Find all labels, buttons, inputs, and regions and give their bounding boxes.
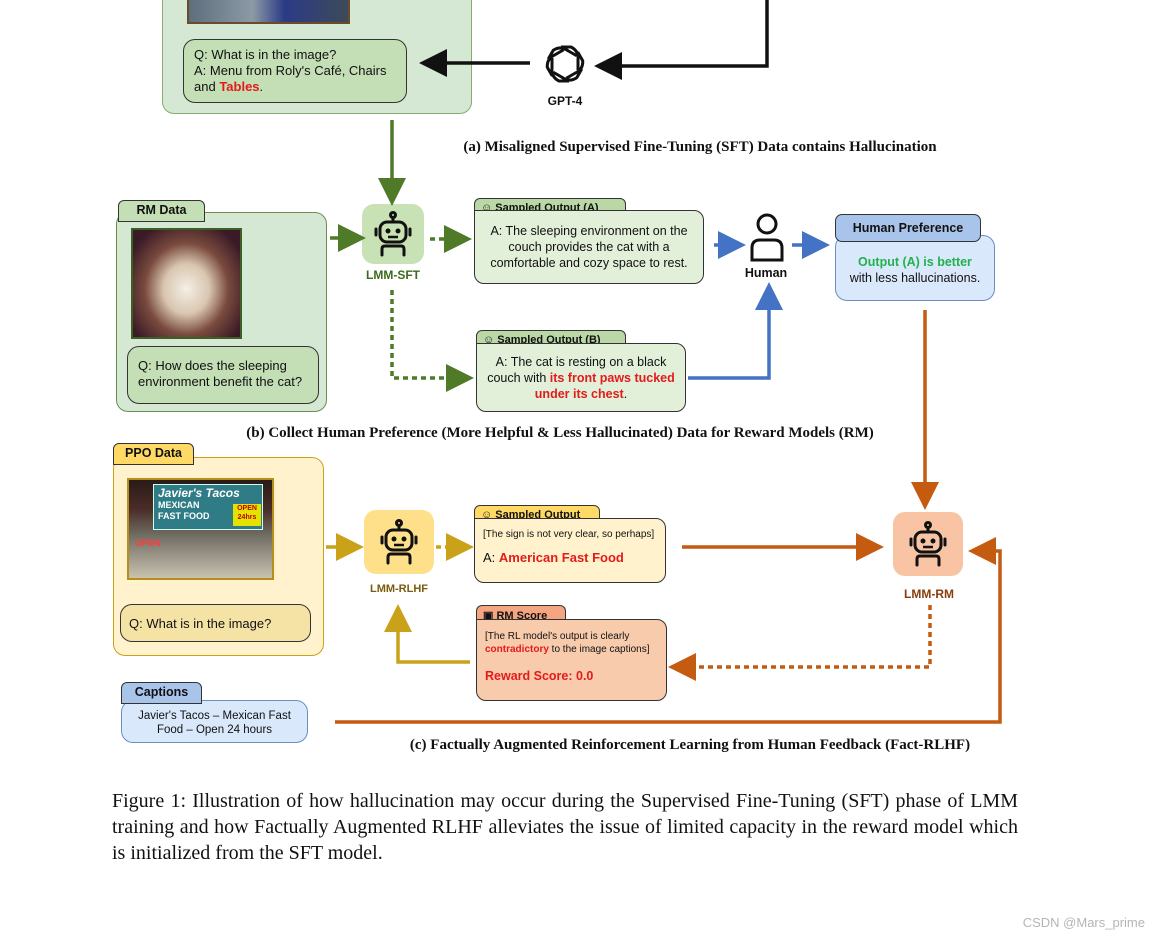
gpt4-icon <box>541 40 589 88</box>
lmm-rlhf-robot <box>364 510 434 574</box>
arrow-captions-to-rm <box>335 537 1002 724</box>
sft-image <box>187 0 350 24</box>
sft-answer: A: Menu from Roly's Café, Chairs and Tab… <box>194 63 387 94</box>
score-icon: ▣ <box>483 610 497 622</box>
sampled-output-box: [The sign is not very clear, so perhaps]… <box>474 518 666 583</box>
ppo-question-box: Q: What is in the image? <box>120 604 311 642</box>
rm-question-box: Q: How does the sleeping environment ben… <box>127 346 319 404</box>
reward-score: Reward Score: 0.0 <box>485 669 594 683</box>
robot-icon <box>380 519 418 565</box>
lmm-rm-label: LMM-RM <box>904 587 954 601</box>
sign-line-1: Javier's Tacos <box>158 486 240 500</box>
ppo-question: Q: What is in the image? <box>129 616 272 631</box>
cat-image <box>131 228 242 339</box>
section-a-caption: (a) Misaligned Supervised Fine-Tuning (S… <box>463 139 937 155</box>
ppo-data-tab: PPO Data <box>113 443 194 465</box>
robot-icon <box>374 211 412 257</box>
captions-text: Javier's Tacos – Mexican Fast Food – Ope… <box>138 710 291 736</box>
sign-line-2: MEXICAN <box>158 500 200 510</box>
robot-small-icon: ☺ <box>483 334 498 346</box>
sampled-answer: A: American Fast Food <box>483 550 624 565</box>
robot-small-icon: ☺ <box>481 202 496 214</box>
sampled-output-a-text: A: The sleeping environment on the couch… <box>490 224 688 270</box>
sampled-note: [The sign is not very clear, so perhaps] <box>483 529 655 540</box>
arrow-sft-to-out-b <box>390 290 474 392</box>
sign-badge: OPEN 24hrs <box>233 504 261 526</box>
section-b-caption: (b) Collect Human Preference (More Helpf… <box>246 425 874 441</box>
watermark: CSDN @Mars_prime <box>1022 915 1145 930</box>
lmm-sft-robot <box>362 204 424 264</box>
lmm-rlhf-label: LMM-RLHF <box>369 583 429 595</box>
sampled-output-b-box: A: The cat is resting on a black couch w… <box>476 343 686 412</box>
robot-icon <box>909 521 947 567</box>
rm-data-tab: RM Data <box>118 200 205 222</box>
lmm-sft-label: LMM-SFT <box>366 268 420 282</box>
human-preference-tab: Human Preference <box>835 214 981 242</box>
arrow-input-to-gpt4 <box>594 0 769 80</box>
tacos-image: Javier's Tacos MEXICAN FAST FOOD OPEN 24… <box>127 478 274 580</box>
captions-box: Javier's Tacos – Mexican Fast Food – Ope… <box>121 700 308 743</box>
sign-line-3: FAST FOOD <box>158 511 210 521</box>
arrow-rm-to-score <box>668 605 932 681</box>
rm-score-note: [The RL model's output is clearly contra… <box>485 631 650 655</box>
open-sign: OPEN <box>135 538 161 548</box>
preference-result: Output (A) is better <box>858 255 972 269</box>
section-c-caption: (c) Factually Augmented Reinforcement Le… <box>409 737 971 753</box>
rm-score-box: [The RL model's output is clearly contra… <box>476 619 667 701</box>
human-icon <box>748 212 786 262</box>
human-label: Human <box>744 266 788 280</box>
arrow-score-to-rlhf <box>384 604 470 664</box>
robot-small-icon: ☺ <box>481 509 496 521</box>
arrow-out-b-to-human <box>688 282 783 380</box>
figure-caption: Figure 1: Illustration of how hallucinat… <box>112 790 1018 864</box>
lmm-rm-robot <box>893 512 963 576</box>
rm-question: Q: How does the sleeping environment ben… <box>138 358 303 389</box>
sft-question: Q: What is in the image? <box>194 47 337 62</box>
captions-tab: Captions <box>121 682 202 704</box>
sft-qa-box: Q: What is in the image? A: Menu from Ro… <box>183 39 407 103</box>
sampled-output-a-box: A: The sleeping environment on the couch… <box>474 210 704 284</box>
gpt4-label: GPT-4 <box>547 94 583 108</box>
preference-reason: with less hallucinations. <box>849 271 981 285</box>
